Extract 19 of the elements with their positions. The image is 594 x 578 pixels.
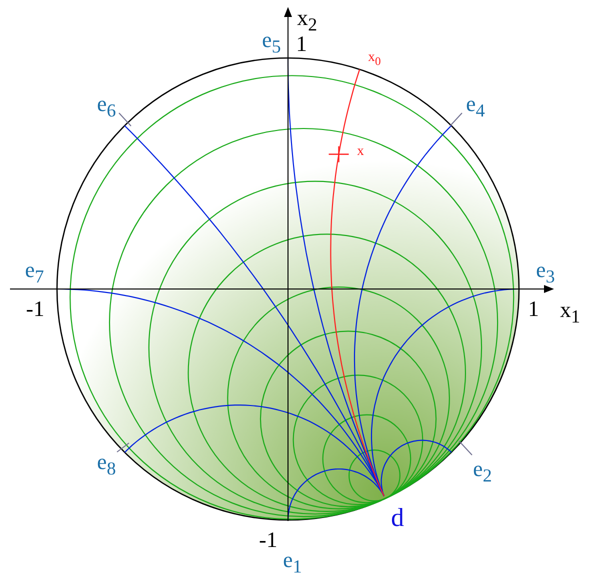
point-label: e$_{3}$ [536, 258, 555, 288]
point-label: d [391, 506, 404, 530]
leader-line [458, 440, 472, 456]
tick-label: -1 [259, 528, 278, 552]
point-label: e$_{8}$ [97, 450, 116, 480]
point-label: e$_{4}$ [466, 92, 485, 122]
point-label: x$_{0}$ [368, 49, 381, 70]
point-label: x [357, 143, 364, 161]
leader-line [116, 442, 130, 452]
point-label: e$_{2}$ [473, 457, 492, 488]
point-label: e$_{1}$ [283, 548, 302, 578]
point-label: e$_{7}$ [25, 258, 44, 288]
axis-label: x$_{1}$ [560, 298, 580, 328]
leader-line [118, 112, 132, 126]
tick-label: 1 [528, 297, 539, 321]
tick-label: -1 [26, 297, 44, 321]
leader-line [450, 112, 462, 126]
point-label: e$_{6}$ [97, 92, 116, 122]
point-label: e$_{5}$ [262, 28, 281, 58]
